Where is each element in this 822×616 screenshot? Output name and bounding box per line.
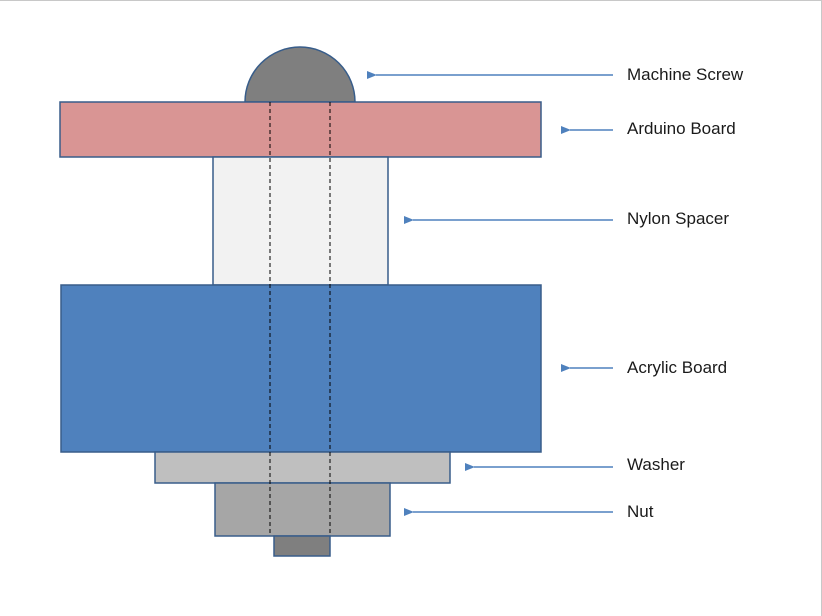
washer-shape — [154, 451, 451, 484]
nut-label: Nut — [627, 502, 654, 521]
washer-label: Washer — [627, 455, 685, 474]
machine-screw-label: Machine Screw — [627, 65, 744, 84]
arduino-board-shape — [59, 101, 542, 158]
nut-shape — [214, 482, 391, 537]
machine-screw-head — [244, 46, 356, 103]
machine-screw-tip — [273, 535, 331, 557]
acrylic-board-label: Acrylic Board — [627, 358, 728, 377]
nylon-spacer-shape — [212, 156, 389, 286]
nylon-spacer-label: Nylon Spacer — [627, 209, 730, 228]
acrylic-board-shape — [60, 284, 542, 453]
arduino-board-label: Arduino Board — [627, 119, 736, 138]
